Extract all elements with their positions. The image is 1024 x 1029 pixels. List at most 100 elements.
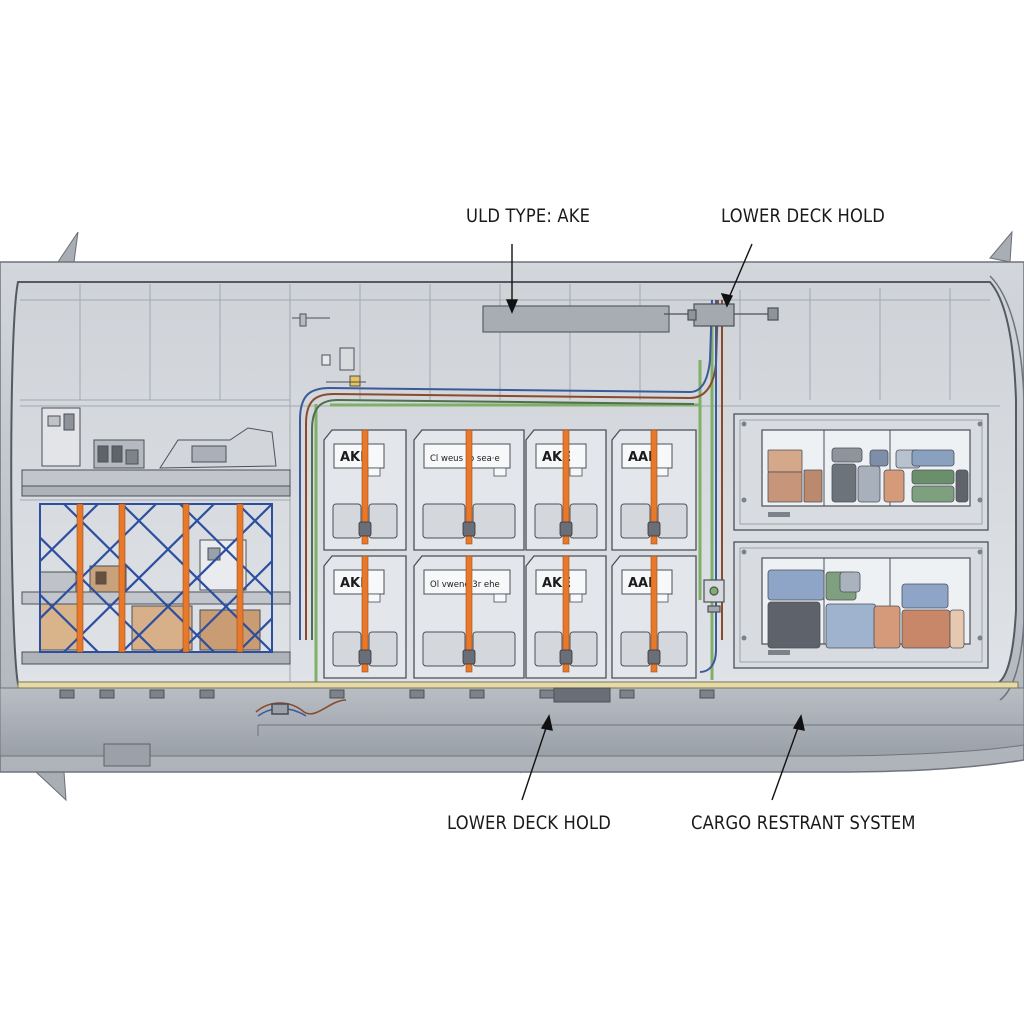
net-strand xyxy=(179,504,272,597)
cabinet-item xyxy=(767,471,803,503)
junction-box-top xyxy=(664,303,779,327)
strap-buckle xyxy=(559,649,573,665)
strap-buckle xyxy=(559,521,573,537)
cabinet-item xyxy=(911,469,955,485)
belly-section xyxy=(0,687,1024,757)
cabinet-item xyxy=(857,465,881,503)
container-door-panel xyxy=(332,503,362,539)
restraint-strap xyxy=(650,555,658,673)
restraint-strap xyxy=(361,429,369,545)
cabinet-item xyxy=(839,571,861,593)
strap-buckle xyxy=(358,521,372,537)
uld-container: AAP xyxy=(611,429,697,551)
top-right-fin xyxy=(989,230,1013,263)
container-door-panel xyxy=(368,631,398,667)
net-straps xyxy=(39,503,273,653)
net-border xyxy=(39,503,273,653)
cabinet-placard xyxy=(768,650,790,655)
container-label: AAP xyxy=(628,450,658,465)
restraint-strap xyxy=(650,429,658,545)
container-door-panel xyxy=(569,503,598,539)
net-strand xyxy=(121,504,272,652)
container-door-panel xyxy=(534,631,563,667)
container-door-panel xyxy=(534,503,563,539)
container-sticker xyxy=(367,467,381,477)
container-label-plate xyxy=(535,569,587,595)
container-label-plate xyxy=(535,443,587,469)
container-label-plate xyxy=(333,443,385,469)
strap-buckle xyxy=(647,521,661,537)
cabinet-item xyxy=(873,605,901,649)
control-box xyxy=(703,579,725,613)
container-sticker xyxy=(493,593,507,603)
cabinet-item xyxy=(767,449,803,473)
net-strand xyxy=(40,593,99,652)
restraint-strap xyxy=(465,555,473,673)
cabinet-item xyxy=(955,469,969,503)
uld-container: AKE xyxy=(525,429,607,551)
container-door-panel xyxy=(422,631,466,667)
container-label-plate xyxy=(621,443,673,469)
cabinet-item xyxy=(831,463,857,503)
uld-container: AKE xyxy=(323,555,407,679)
left-upper-shelf xyxy=(21,407,291,497)
cabinet-item xyxy=(901,609,951,649)
container-sticker xyxy=(367,593,381,603)
glass-cabinet xyxy=(733,413,989,531)
cabinet-item xyxy=(803,469,823,503)
container-door-panel xyxy=(422,503,466,539)
container-sticker xyxy=(655,593,669,603)
container-label: Cl weus to sea·e xyxy=(430,454,500,464)
container-sticker xyxy=(569,593,583,603)
net-vertical-strap xyxy=(76,503,84,653)
cabinet-item xyxy=(883,469,905,503)
cabinet-item xyxy=(767,601,821,649)
cabinet-item xyxy=(767,569,825,601)
cabinet-item xyxy=(949,609,965,649)
container-door-panel xyxy=(368,503,398,539)
container-door-panel xyxy=(569,631,598,667)
net-vertical-strap xyxy=(236,503,244,653)
right-bay xyxy=(733,413,989,669)
container-door-panel xyxy=(332,631,362,667)
callout-restraint-system: CARGO RESTRANT SYSTEM xyxy=(691,812,916,834)
net-strand xyxy=(40,504,99,563)
restraint-strap xyxy=(361,555,369,673)
net-strand xyxy=(237,504,272,540)
restraint-strap xyxy=(562,555,570,673)
glass-cabinet xyxy=(733,541,989,669)
net-vertical-strap xyxy=(182,503,190,653)
floor-brackets xyxy=(59,687,715,703)
container-door-panel xyxy=(472,503,516,539)
net-strand xyxy=(237,616,272,652)
cabinet-item xyxy=(825,603,877,649)
left-lower-bay xyxy=(21,539,291,665)
cabinet-item xyxy=(911,485,955,503)
cabinet-item xyxy=(831,447,863,463)
callout-lower-deck-top: LOWER DECK HOLD xyxy=(721,205,886,227)
wall-panels xyxy=(20,284,1000,682)
container-label: AAP xyxy=(628,576,658,591)
cabinet-item xyxy=(869,449,889,467)
container-door-panel xyxy=(472,631,516,667)
uld-container: AKE xyxy=(525,555,607,679)
net-vertical-strap xyxy=(118,503,126,653)
uld-container: AAP xyxy=(611,555,697,679)
cable-bundle xyxy=(299,299,723,673)
floor-wiring xyxy=(255,699,347,717)
container-door-panel xyxy=(620,631,651,667)
container-door-panel xyxy=(657,503,688,539)
uld-container: AKE xyxy=(323,429,407,551)
floor-rail xyxy=(17,681,1019,689)
valve-assembly xyxy=(292,313,366,387)
strap-buckle xyxy=(462,649,476,665)
container-label: Ol vwene 3r ehe xyxy=(430,580,500,590)
container-door-panel xyxy=(620,503,651,539)
container-label-plate xyxy=(621,569,673,595)
bottom-left-fin xyxy=(34,771,67,802)
strap-buckle xyxy=(462,521,476,537)
cabinet-item xyxy=(901,583,949,609)
